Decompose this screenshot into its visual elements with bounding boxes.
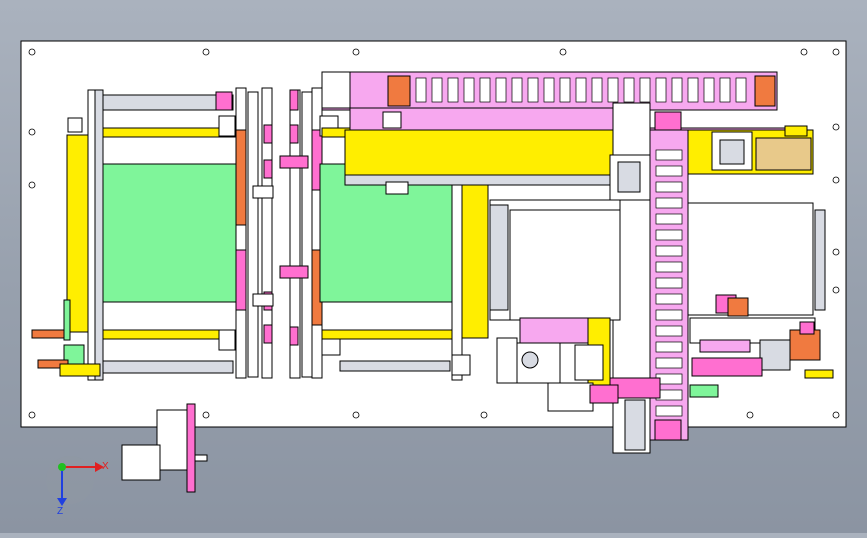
picking-unit <box>496 317 619 412</box>
y-axis-dot <box>58 463 66 471</box>
orientation-triad[interactable]: X Z <box>46 456 109 517</box>
drive-motor <box>121 403 208 493</box>
left-conveyor <box>31 87 274 381</box>
x-axis-label: X <box>102 461 109 472</box>
top-drag-chain <box>321 71 786 139</box>
conveyor-belt-left <box>99 163 239 303</box>
gantry-beam <box>344 125 814 195</box>
triad-background <box>46 456 94 504</box>
z-axis-arrowhead <box>57 498 67 506</box>
z-axis-label: Z <box>57 506 63 517</box>
mounting-holes <box>28 48 840 419</box>
right-cabinet <box>489 199 834 398</box>
x-axis-arrowhead <box>95 462 104 472</box>
